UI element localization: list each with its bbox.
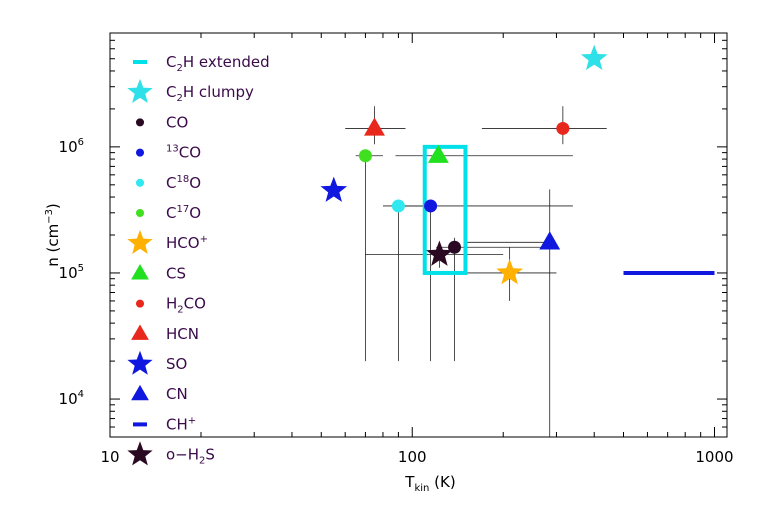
y-tick-base: 10 [59,264,78,282]
legend-label-c17o-part: O [189,204,201,222]
legend-label-c18o-part: C [166,174,176,192]
y-tick-exponent: 5 [78,263,84,274]
legend-label-h2co-part: H [166,295,177,313]
legend-label-c2h_clumpy-part: H clumpy [183,83,254,101]
legend-marker-c2h_clumpy [127,78,153,103]
x-axis-label: Tkin (K) [404,473,455,494]
legend-marker-c18o [135,178,145,187]
legend-marker-cs [131,264,149,280]
legend-label-chp: CH+ [166,415,196,433]
point-hcn [364,117,385,136]
legend-label-so-part: SO [166,355,187,373]
legend-label-c2h_clumpy-sub: 2 [176,93,182,104]
legend-label-c2h_ext-part: H extended [183,53,270,71]
y-tick-base: 10 [59,390,78,408]
legend-marker-oh2s [127,441,153,466]
y-tick-label: 106 [59,137,84,156]
y-tick-base: 10 [59,138,78,156]
legend-marker-h2co [135,299,145,308]
legend-marker-hcn [131,324,149,340]
point-oh2s [426,240,453,266]
legend-label-h2co-sub: 2 [177,305,183,316]
point-c18o [391,199,405,213]
legend-label-13co-sup: 13 [166,144,179,155]
legend-label-co-part: CO [166,113,188,131]
legend-marker-cn [131,384,149,401]
legend-label-13co: 13CO [166,144,201,162]
point-so [320,176,348,202]
legend-label-so: SO [166,355,187,373]
legend-label-c17o-sup: 17 [176,204,189,215]
legend-label-c2h_clumpy-part: C [166,83,176,101]
legend-label-h2co: H2CO [166,295,206,316]
x-axis-label-main: T [404,473,415,491]
x-axis-label-sub: kin [414,483,429,494]
legend-label-oh2s-sub: 2 [199,456,205,467]
y-axis-label-main: n (cm [44,224,62,267]
y-tick-exponent: 6 [78,137,84,148]
legend-marker-hcop [127,229,153,254]
legend-label-oh2s-part: o−H [166,446,199,464]
legend-label-c18o-part: O [189,174,201,192]
legend-label-hcn-part: HCN [166,325,199,343]
point-13co [424,199,438,213]
legend-marker-co [135,118,145,127]
legend-label-hcop-sup: + [200,234,208,245]
point-c17o [358,149,372,163]
legend-label-hcop: HCO+ [166,234,208,252]
legend-label-c2h_ext: C2H extended [166,53,270,74]
point-cs [427,144,449,163]
legend-label-cn: CN [166,385,188,403]
legend-label-c2h_ext-part: C [166,53,176,71]
y-axis-label-sup: −3 [44,209,55,224]
legend-label-c2h_clumpy: C2H clumpy [166,83,254,104]
point-c2h_clumpy [580,44,608,71]
legend-marker-13co [135,148,145,157]
legend-label-c18o-sup: 18 [176,174,189,185]
legend-label-hcop-part: HCO [166,234,200,252]
legend-label-c2h_ext-sub: 2 [176,63,182,74]
legend-label-chp-part: CH [166,415,188,433]
legend-label-cn-part: CN [166,385,188,403]
legend-label-c17o: C17O [166,204,201,222]
legend-label-chp-sup: + [188,415,196,426]
region-c2h_ext [422,144,468,275]
legend-label-co: CO [166,113,188,131]
legend-label-cs-part: CS [166,264,186,282]
legend-label-oh2s-part: S [205,446,215,464]
data-marks [320,44,715,285]
x-tick-label: 1000 [695,448,733,466]
legend-label-hcn: HCN [166,325,199,343]
point-cn [539,231,561,250]
legend-marker-c17o [135,208,145,218]
legend-label-c17o-part: C [166,204,176,222]
legend-label-h2co-part: CO [184,295,206,313]
x-axis-label-rest: (K) [429,473,455,491]
x-tick-label: 100 [398,448,427,466]
y-tick-exponent: 4 [78,389,84,400]
point-hcop [496,258,523,285]
error-bars [345,106,607,437]
y-tick-label: 104 [59,389,84,408]
legend-marker-so [127,350,153,375]
point-h2co [556,121,570,135]
y-axis-label: n (cm−3) [44,203,62,267]
legend-label-oh2s: o−H2S [166,446,215,467]
x-tick-label: 10 [100,448,119,466]
y-axis-label-rest: ) [44,203,62,209]
legend-label-cs: CS [166,264,186,282]
y-tick-label: 105 [59,263,84,282]
legend-label-c18o: C18O [166,174,201,192]
legend-label-13co-part: CO [179,144,201,162]
